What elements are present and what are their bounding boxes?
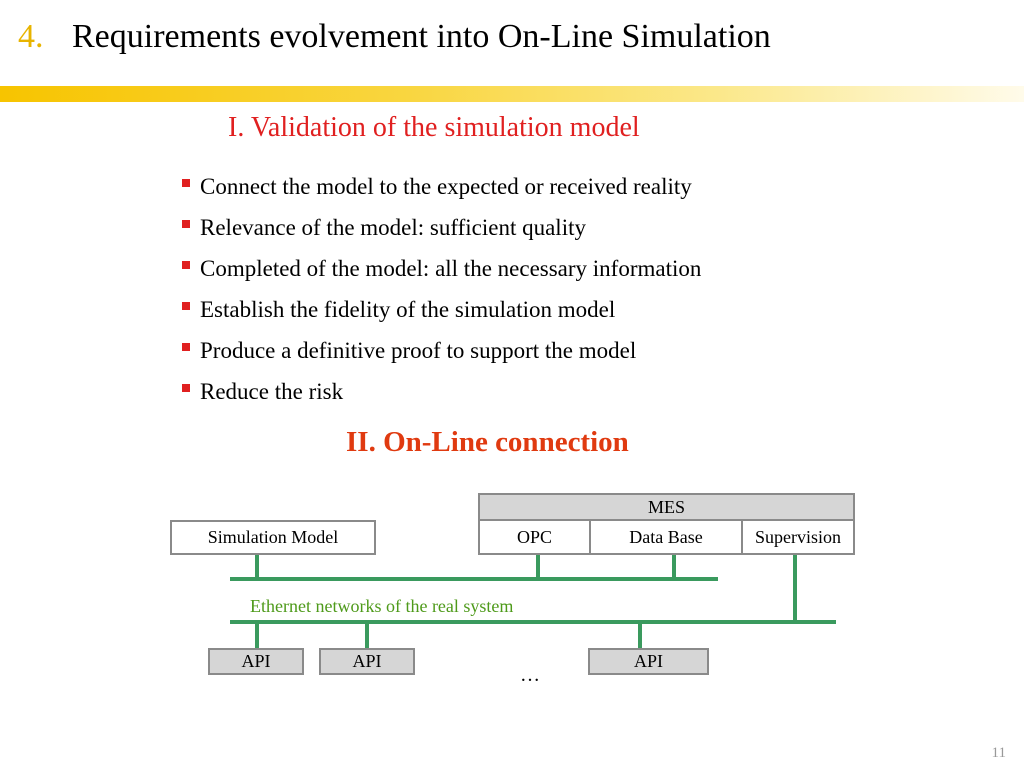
bullet-text: Establish the fidelity of the simulation… [200,296,616,322]
simulation-model-box: Simulation Model [170,520,376,555]
bullet-text: Produce a definitive proof to support th… [200,337,637,363]
section-heading-validation: I. Validation of the simulation model [228,112,640,143]
upper-network-bus [230,577,718,581]
mes-box: MES [478,493,855,521]
slide-number-prefix: 4. [18,18,44,55]
bullet-text: Connect the model to the expected or rec… [200,173,692,199]
square-bullet-icon [182,383,190,392]
slide-title: Requirements evolvement into On-Line Sim… [72,18,771,55]
title-underline-bar [0,86,1024,102]
more-api-ellipsis: … [520,664,540,686]
ethernet-network-label: Ethernet networks of the real system [250,596,514,616]
square-bullet-icon [182,260,190,269]
api-box-1: API [208,648,304,675]
list-item: Reduce the risk [182,371,701,412]
list-item: Relevance of the model: sufficient quali… [182,207,701,248]
square-bullet-icon [182,178,190,187]
list-item: Completed of the model: all the necessar… [182,248,701,289]
list-item: Connect the model to the expected or rec… [182,166,701,207]
database-box: Data Base [589,519,743,555]
api-1-connector [255,622,259,649]
api-box-3: API [588,648,709,675]
square-bullet-icon [182,342,190,351]
list-item: Produce a definitive proof to support th… [182,330,701,371]
sim-model-connector [255,555,259,579]
database-connector [672,555,676,579]
opc-box: OPC [478,519,591,555]
square-bullet-icon [182,301,190,310]
list-item: Establish the fidelity of the simulation… [182,289,701,330]
page-number: 11 [991,745,1006,761]
bullet-text: Reduce the risk [200,378,344,404]
validation-bullet-list: Connect the model to the expected or rec… [182,166,701,412]
api-2-connector [365,622,369,649]
bullet-text: Relevance of the model: sufficient quali… [200,214,586,240]
square-bullet-icon [182,219,190,228]
api-3-connector [638,622,642,649]
lower-network-bus [230,620,836,624]
section-heading-online: II. On-Line connection [346,426,629,458]
supervision-box: Supervision [741,519,855,555]
bullet-text: Completed of the model: all the necessar… [200,255,702,281]
opc-connector [536,555,540,579]
api-box-2: API [319,648,415,675]
supervision-connector [793,555,797,622]
